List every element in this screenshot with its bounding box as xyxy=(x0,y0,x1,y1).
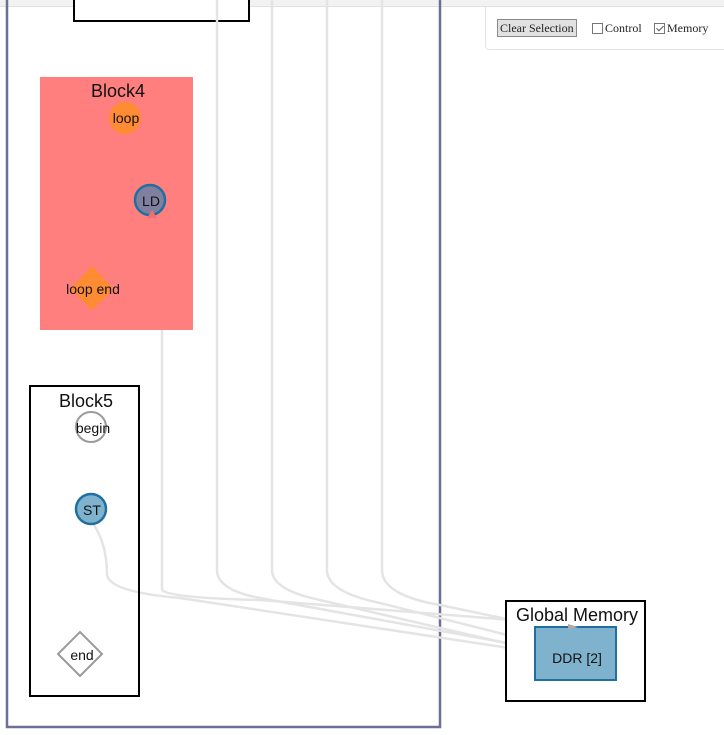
edge xyxy=(215,0,536,650)
edge-st-ddr xyxy=(92,524,536,654)
control-checkbox[interactable]: Control xyxy=(592,21,642,36)
control-checkbox-label: Control xyxy=(605,21,642,35)
loop-label: loop xyxy=(113,110,140,126)
upper-block[interactable] xyxy=(73,0,250,22)
end-label: end xyxy=(70,647,93,663)
ddr-label: DDR [2] xyxy=(552,650,602,666)
loop-end-label: loop end xyxy=(66,281,120,297)
control-checkbox-box[interactable] xyxy=(592,23,603,34)
edge xyxy=(325,0,536,644)
top-strip xyxy=(0,0,724,7)
begin-node[interactable] xyxy=(75,411,107,443)
memory-checkbox-label: Memory xyxy=(667,21,709,35)
st-node[interactable] xyxy=(74,492,108,526)
clear-selection-button[interactable]: Clear Selection xyxy=(497,19,577,37)
ld-label: LD xyxy=(142,193,160,209)
block5[interactable] xyxy=(29,385,140,697)
block4-title: Block4 xyxy=(91,81,145,101)
block5-title: Block5 xyxy=(59,391,113,411)
kernel-frame xyxy=(5,0,442,729)
loop-node[interactable] xyxy=(109,102,141,134)
end-node[interactable] xyxy=(56,630,104,678)
edge xyxy=(270,0,536,652)
st-label: ST xyxy=(83,502,101,518)
edge xyxy=(380,0,536,627)
control-panel: Clear Selection Control Memory xyxy=(485,7,724,50)
memory-checkbox-box[interactable] xyxy=(654,23,665,34)
loop-end-node[interactable] xyxy=(70,266,114,310)
edge xyxy=(161,588,576,627)
ld-arrowhead xyxy=(147,210,157,218)
ddr-arrowhead xyxy=(568,624,578,630)
begin-label: begin xyxy=(76,420,110,436)
memory-checkbox[interactable]: Memory xyxy=(654,21,708,36)
global-memory-title: Global Memory xyxy=(516,605,638,625)
